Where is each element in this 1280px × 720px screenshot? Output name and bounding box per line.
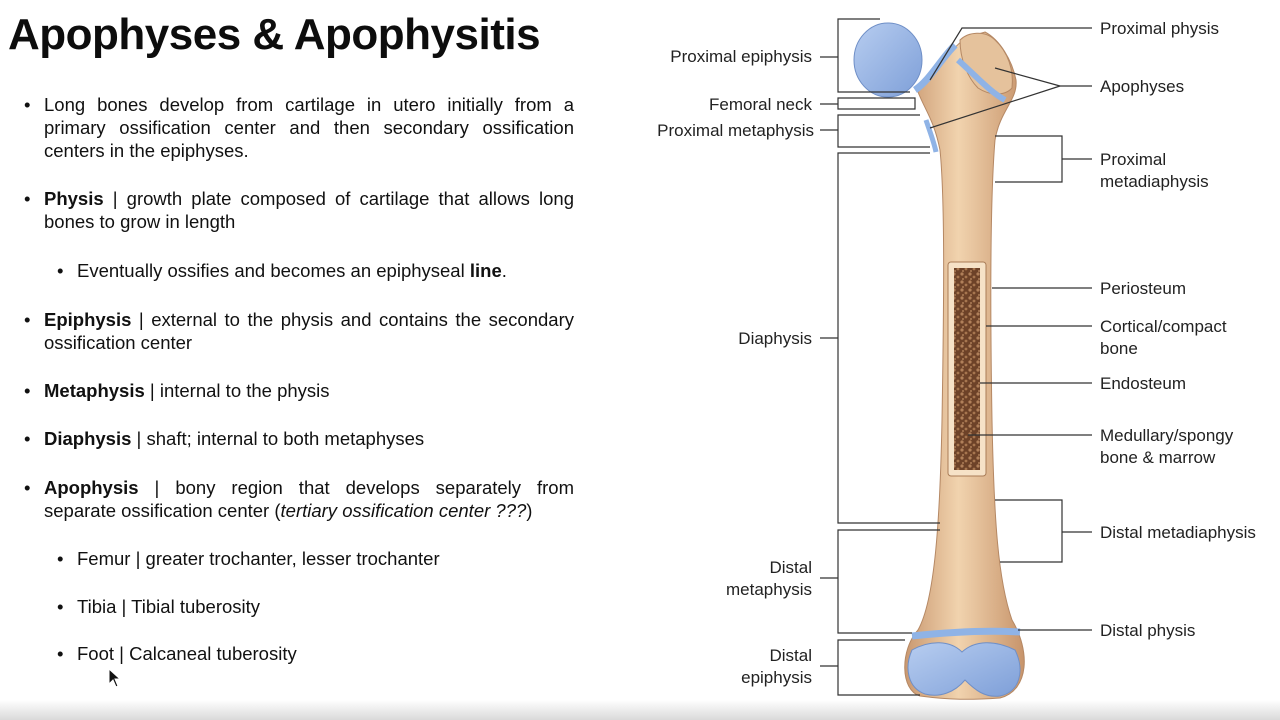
subbullet-tibia: • Tibia | Tibial tuberosity bbox=[57, 595, 574, 618]
label-medullary-line1: Medullary/spongy bbox=[1100, 426, 1234, 445]
text-part: ) bbox=[526, 500, 533, 521]
label-cortical-line1: Cortical/compact bbox=[1100, 317, 1227, 336]
label-proximal-epiphysis: Proximal epiphysis bbox=[670, 47, 812, 66]
separator: | bbox=[131, 428, 147, 449]
subbullet-foot: • Foot | Calcaneal tuberosity bbox=[57, 642, 574, 665]
definition: external to the physis and contains the … bbox=[44, 309, 574, 353]
bullet-dot: • bbox=[57, 548, 64, 569]
greater-trochanter bbox=[959, 32, 1013, 95]
definition: internal to the physis bbox=[159, 380, 330, 401]
bullet-text: Foot | Calcaneal tuberosity bbox=[77, 643, 297, 664]
distal-physis-band bbox=[911, 627, 1021, 640]
label-distal-physis: Distal physis bbox=[1100, 621, 1195, 640]
label-distal-epiphysis-line2: epiphysis bbox=[741, 668, 812, 687]
definition: growth plate composed of cartilage that … bbox=[44, 188, 574, 232]
label-proximal-metadiaphysis-line1: Proximal bbox=[1100, 150, 1166, 169]
bullet-dot: • bbox=[24, 188, 31, 209]
bullet-dot: • bbox=[57, 260, 64, 281]
label-distal-epiphysis-line1: Distal bbox=[769, 646, 812, 665]
bullet-dot: • bbox=[24, 477, 31, 498]
term-physis: Physis bbox=[44, 188, 104, 209]
label-proximal-metaphysis: Proximal metaphysis bbox=[657, 121, 814, 140]
medullary-cavity bbox=[954, 268, 980, 470]
term-line: line bbox=[469, 260, 502, 281]
term-apophysis: Apophysis bbox=[44, 477, 139, 498]
term-diaphysis: Diaphysis bbox=[44, 428, 132, 449]
definition: bony region that develops separately fro… bbox=[44, 477, 574, 521]
label-proximal-physis: Proximal physis bbox=[1100, 19, 1219, 38]
slide-title: Apophyses & Apophysitis bbox=[8, 10, 541, 59]
femur-diagram: Proximal epiphysis Femoral neck Proximal… bbox=[657, 18, 1256, 700]
separator: | bbox=[103, 188, 127, 209]
label-endosteum: Endosteum bbox=[1100, 374, 1186, 393]
bullet-text: Physis | growth plate composed of cartil… bbox=[44, 187, 574, 233]
label-femoral-neck: Femoral neck bbox=[709, 95, 812, 114]
label-proximal-metadiaphysis-line2: metadiaphysis bbox=[1100, 172, 1209, 191]
italic-note: tertiary ossification center ??? bbox=[280, 500, 527, 521]
bullet-text: Tibia | Tibial tuberosity bbox=[77, 596, 261, 617]
left-brackets bbox=[820, 18, 940, 696]
bullet-dot: • bbox=[24, 380, 31, 401]
lesser-trochanter-band bbox=[923, 119, 939, 153]
bullet-dot: • bbox=[24, 309, 31, 330]
bullet-dot: • bbox=[57, 596, 64, 617]
bullet-text: Apophysis | bony region that develops se… bbox=[44, 476, 574, 522]
bullet-long-bones: • Long bones develop from cartilage in u… bbox=[24, 93, 574, 162]
label-distal-metadiaphysis: Distal metadiaphysis bbox=[1100, 523, 1256, 542]
label-apophyses: Apophyses bbox=[1100, 77, 1184, 96]
bullet-physis: • Physis | growth plate composed of cart… bbox=[24, 187, 574, 233]
label-distal-metaphysis-line2: metaphysis bbox=[726, 580, 812, 599]
label-distal-metaphysis-line1: Distal bbox=[769, 558, 812, 577]
label-cortical-line2: bone bbox=[1100, 339, 1138, 358]
right-leaders bbox=[929, 27, 1092, 631]
proximal-physis-band bbox=[912, 42, 958, 93]
femoral-head bbox=[853, 22, 923, 98]
label-medullary-line2: bone & marrow bbox=[1100, 448, 1216, 467]
bullet-metaphysis: • Metaphysis | internal to the physis bbox=[24, 379, 574, 402]
bullet-text: Diaphysis | shaft; internal to both meta… bbox=[44, 427, 574, 450]
bullet-text: Metaphysis | internal to the physis bbox=[44, 379, 574, 402]
bullet-apophysis: • Apophysis | bony region that develops … bbox=[24, 476, 574, 522]
bullet-dot: • bbox=[24, 428, 31, 449]
bullet-text: Eventually ossifies and becomes an epiph… bbox=[77, 259, 574, 282]
bullet-diaphysis: • Diaphysis | shaft; internal to both me… bbox=[24, 427, 574, 450]
label-diaphysis: Diaphysis bbox=[738, 329, 812, 348]
label-periosteum: Periosteum bbox=[1100, 279, 1186, 298]
bullet-dot: • bbox=[24, 94, 31, 115]
separator: | bbox=[138, 477, 176, 498]
text-part: . bbox=[501, 260, 507, 281]
term-epiphysis: Epiphysis bbox=[44, 309, 132, 330]
definition: shaft; internal to both metaphyses bbox=[146, 428, 425, 449]
subbullet-femur: • Femur | greater trochanter, lesser tro… bbox=[57, 547, 574, 570]
separator: | bbox=[144, 380, 160, 401]
bullet-epiphysis: • Epiphysis | external to the physis and… bbox=[24, 308, 574, 354]
bullet-text: Epiphysis | external to the physis and c… bbox=[44, 308, 574, 354]
bottom-edge bbox=[0, 700, 1280, 720]
distal-condyles bbox=[907, 642, 1021, 697]
subbullet-epiphyseal-line: • Eventually ossifies and becomes an epi… bbox=[57, 259, 574, 282]
term-metaphysis: Metaphysis bbox=[44, 380, 145, 401]
bullet-text: Femur | greater trochanter, lesser troch… bbox=[77, 548, 440, 569]
text-part: Eventually ossifies and becomes an epiph… bbox=[77, 260, 470, 281]
separator: | bbox=[131, 309, 152, 330]
apophysis-band bbox=[956, 57, 1007, 103]
bullet-text: Long bones develop from cartilage in ute… bbox=[44, 94, 574, 161]
mouse-pointer-icon bbox=[108, 668, 122, 688]
bullet-dot: • bbox=[57, 643, 64, 664]
